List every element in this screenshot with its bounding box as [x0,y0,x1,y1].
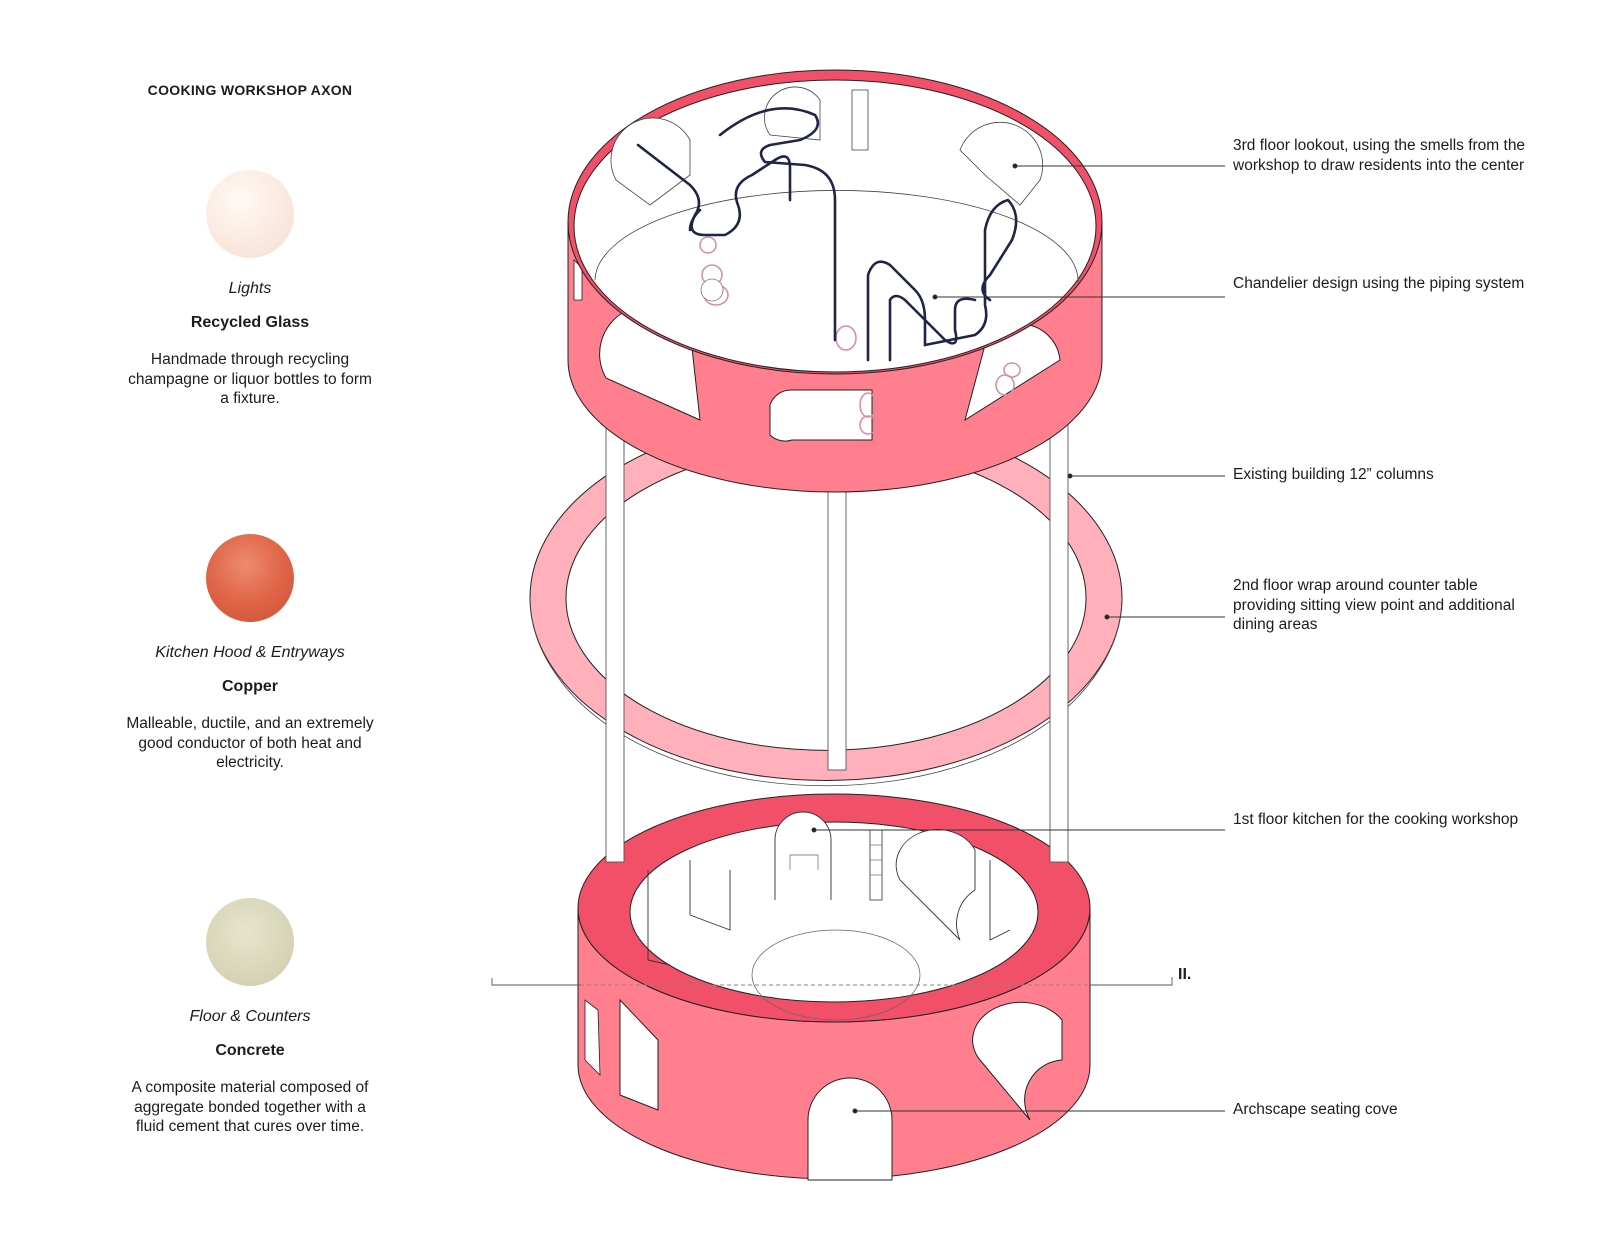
annotation-columns: Existing building 12” columns [1233,466,1434,483]
legend-description: Handmade through recycling champagne or … [128,351,372,407]
glass-swatch-icon [206,170,294,258]
annotation-second-floor: 2nd floor wrap around counter table prov… [1233,577,1515,633]
third-floor-lookout [567,69,1103,493]
annotation-seating-cove: Archscape seating cove [1233,1101,1398,1118]
legend-use: Kitchen Hood & Entryways [155,644,345,661]
legend-description: Malleable, ductile, and an extremely goo… [126,715,374,771]
first-floor-level [577,793,1091,1181]
legend-item-copper: Kitchen Hood & Entryways Copper Malleabl… [100,534,400,773]
annotation-first-floor: 1st floor kitchen for the cooking worksh… [1233,811,1519,828]
page-title: COOKING WORKSHOP AXON [147,82,353,98]
concrete-swatch-icon [206,898,294,986]
legend-item-glass: Lights Recycled Glass Handmade through r… [100,170,400,409]
legend-material: Recycled Glass [190,314,310,331]
legend-description: A composite material composed of aggrega… [131,1079,369,1135]
copper-swatch-icon [206,534,294,622]
annotation-chandelier: Chandelier design using the piping syste… [1233,275,1525,292]
section-mark-label: II. [1178,966,1192,983]
legend-use: Lights [228,280,272,297]
legend-use: Floor & Counters [189,1008,311,1025]
section-cut-line [491,977,1173,986]
legend-item-concrete: Floor & Counters Concrete A composite ma… [100,898,400,1137]
legend-material: Concrete [215,1042,285,1059]
annotation-lookout: 3rd floor lookout, using the smells from… [1233,137,1526,174]
leader-lines [811,163,1225,1114]
legend-material: Copper [222,678,278,695]
